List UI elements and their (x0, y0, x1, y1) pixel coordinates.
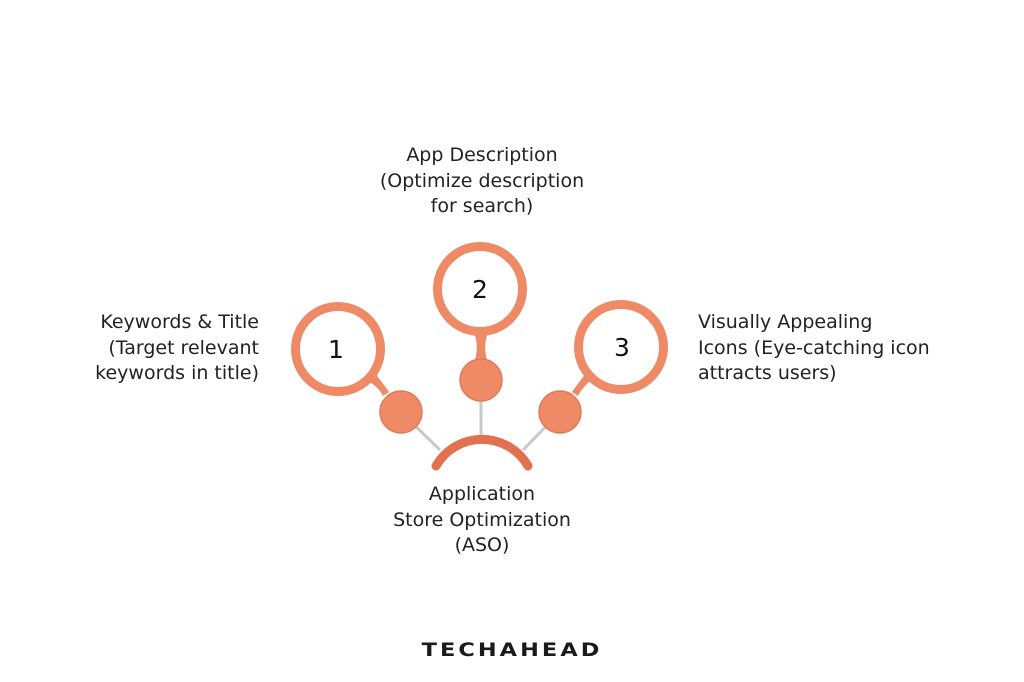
node-2: 2 (433, 242, 527, 402)
center-label-line: Application (428, 483, 536, 505)
node-3-label-line: attracts users) (698, 362, 837, 384)
node-2-neck (474, 333, 488, 360)
base-arc (431, 434, 533, 471)
node-3-label: Visually Appealing Icons (Eye-catching i… (698, 310, 930, 387)
node-1-label-line: Keywords & Title (100, 311, 259, 333)
center-label-line: Store Optimization (393, 508, 571, 531)
node-3-ring (574, 300, 668, 394)
node-2-ring (433, 242, 527, 336)
node-2-number: 2 (472, 275, 488, 304)
center-label-line: (ASO) (454, 534, 510, 556)
node-3-label-line: Visually Appealing (698, 311, 873, 333)
node-1-label-line: keywords in title) (95, 362, 259, 384)
node-1-label: Keywords & Title (Target relevant keywor… (95, 310, 259, 387)
node-1-ring (291, 302, 385, 396)
node-2-dot (459, 358, 503, 402)
node-3: 3 (538, 300, 668, 434)
node-1-dot (379, 390, 423, 434)
node-1-label-line: (Target relevant (108, 336, 259, 359)
center-label: Application Store Optimization (ASO) (0, 482, 964, 559)
node-2-label-line: for search) (430, 195, 534, 217)
node-2-label-line: (Optimize description (379, 169, 585, 192)
node-2-label: App Description (Optimize description fo… (0, 143, 964, 220)
node-1-number: 1 (328, 335, 344, 364)
techahead-logo: TECHAHEAD (421, 639, 603, 661)
node-2-label-line: App Description (406, 144, 558, 166)
node-3-dot (538, 390, 582, 434)
node-1: 1 (291, 302, 423, 434)
node-3-label-line: Icons (Eye-catching icon (698, 336, 930, 359)
node-3-number: 3 (614, 333, 630, 362)
